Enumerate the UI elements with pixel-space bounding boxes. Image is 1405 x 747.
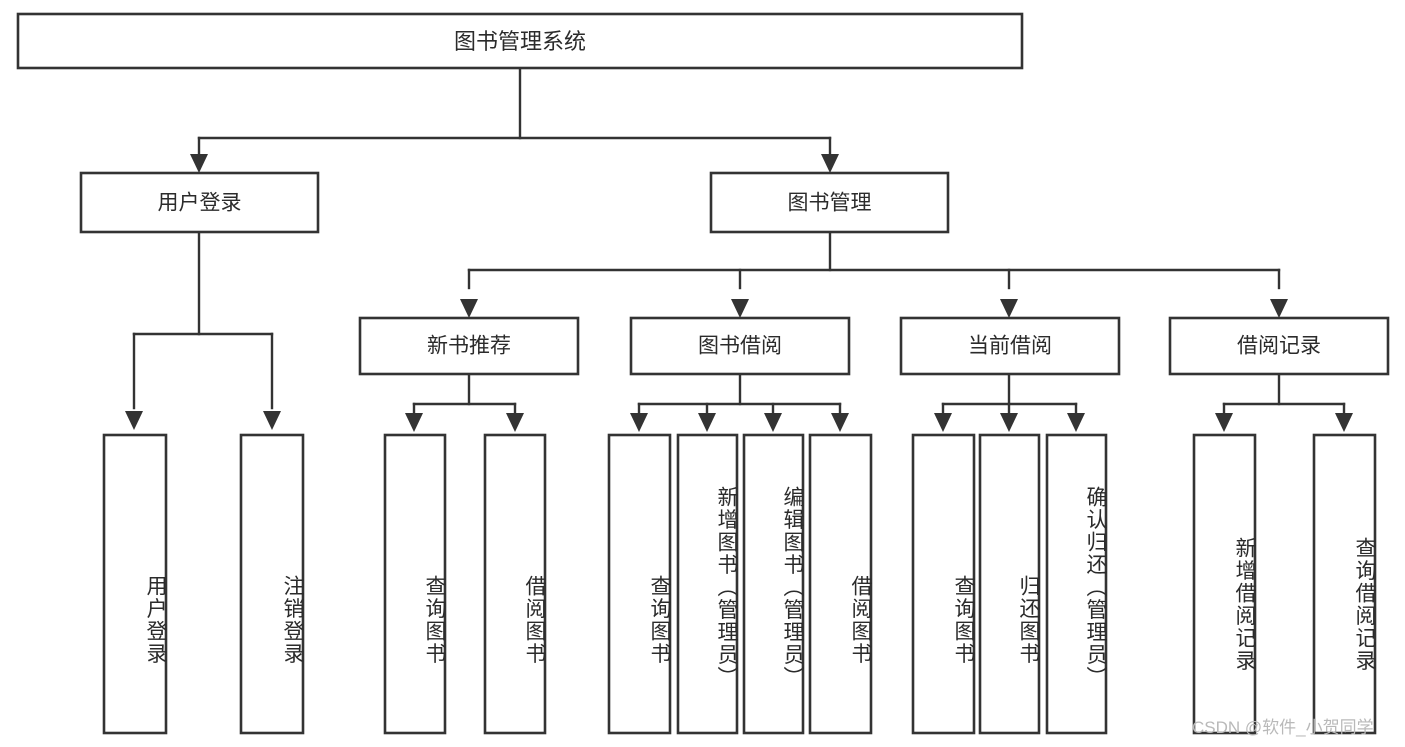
node-leaf-confirm-return[interactable] xyxy=(1045,433,1108,735)
node-leaf-query-book-3[interactable] xyxy=(911,433,976,735)
arrow-bb-to-leaf-edit-book xyxy=(764,413,782,432)
arrow-br-to-leaf-add-record xyxy=(1215,413,1233,432)
arrow-root-to-book-management xyxy=(821,154,839,173)
arrow-cb-to-leaf-return-book xyxy=(1000,413,1018,432)
node-leaf-borrow-book-1[interactable] xyxy=(483,433,547,735)
node-book-borrow[interactable]: 图书借阅 xyxy=(629,316,851,376)
arrow-root-to-user-login xyxy=(190,154,208,173)
node-current-borrow-label: 当前借阅 xyxy=(968,335,1052,358)
node-leaf-add-book[interactable] xyxy=(676,433,739,735)
node-leaf-return-book[interactable] xyxy=(978,433,1041,735)
arrow-br-to-leaf-query-record xyxy=(1335,413,1353,432)
arrow-cb-to-leaf-confirm-return xyxy=(1067,413,1085,432)
arrow-nbr-to-leaf-query-book-1 xyxy=(405,413,423,432)
node-borrow-record[interactable]: 借阅记录 xyxy=(1168,316,1390,376)
arrow-bb-to-leaf-query-book-2 xyxy=(630,413,648,432)
arrow-cb-to-leaf-query-book-3 xyxy=(934,413,952,432)
arrow-bm-to-book-borrow xyxy=(731,299,749,318)
node-book-management[interactable]: 图书管理 xyxy=(709,171,950,234)
node-leaf-query-book-1[interactable] xyxy=(383,433,447,735)
connector-group-book-management xyxy=(467,230,1281,290)
node-user-login[interactable]: 用户登录 xyxy=(79,171,320,234)
node-book-management-label: 图书管理 xyxy=(788,192,872,215)
node-new-book-recommend-label: 新书推荐 xyxy=(427,335,511,358)
node-leaf-query-book-2[interactable] xyxy=(607,433,672,735)
node-current-borrow[interactable]: 当前借阅 xyxy=(899,316,1121,376)
arrow-bm-to-current-borrow xyxy=(1000,299,1018,318)
node-leaf-add-record[interactable] xyxy=(1192,433,1257,735)
node-leaf-query-record[interactable] xyxy=(1312,433,1377,735)
connector-group-book-borrow xyxy=(637,372,842,416)
connector-group-borrow-record xyxy=(1222,372,1346,416)
node-book-borrow-label: 图书借阅 xyxy=(698,335,782,358)
connector-group-new-book-recommend xyxy=(412,372,517,416)
connector-group-root xyxy=(197,66,832,160)
node-leaf-user-login[interactable] xyxy=(102,433,168,735)
node-leaf-edit-book[interactable] xyxy=(742,433,805,735)
watermark-text: CSDN @软件_小贺同学 xyxy=(1192,718,1374,737)
node-root-label: 图书管理系统 xyxy=(454,29,586,54)
arrow-bm-to-new-book-recommend xyxy=(460,299,478,318)
node-user-login-label: 用户登录 xyxy=(158,192,242,215)
arrow-user-login-to-leaf-user-login xyxy=(125,411,143,430)
arrow-user-login-to-leaf-user-logout xyxy=(263,411,281,430)
arrow-bb-to-leaf-borrow-book-2 xyxy=(831,413,849,432)
node-leaf-user-logout[interactable] xyxy=(239,433,305,735)
connector-group-current-borrow xyxy=(941,372,1078,416)
node-borrow-record-label: 借阅记录 xyxy=(1237,335,1321,358)
connector-group-user-login xyxy=(132,230,274,410)
arrow-bm-to-borrow-record xyxy=(1270,299,1288,318)
arrow-nbr-to-leaf-borrow-book-1 xyxy=(506,413,524,432)
node-leaf-borrow-book-2[interactable] xyxy=(808,433,873,735)
node-new-book-recommend[interactable]: 新书推荐 xyxy=(358,316,580,376)
arrow-bb-to-leaf-add-book xyxy=(698,413,716,432)
node-root[interactable]: 图书管理系统 xyxy=(16,12,1024,70)
